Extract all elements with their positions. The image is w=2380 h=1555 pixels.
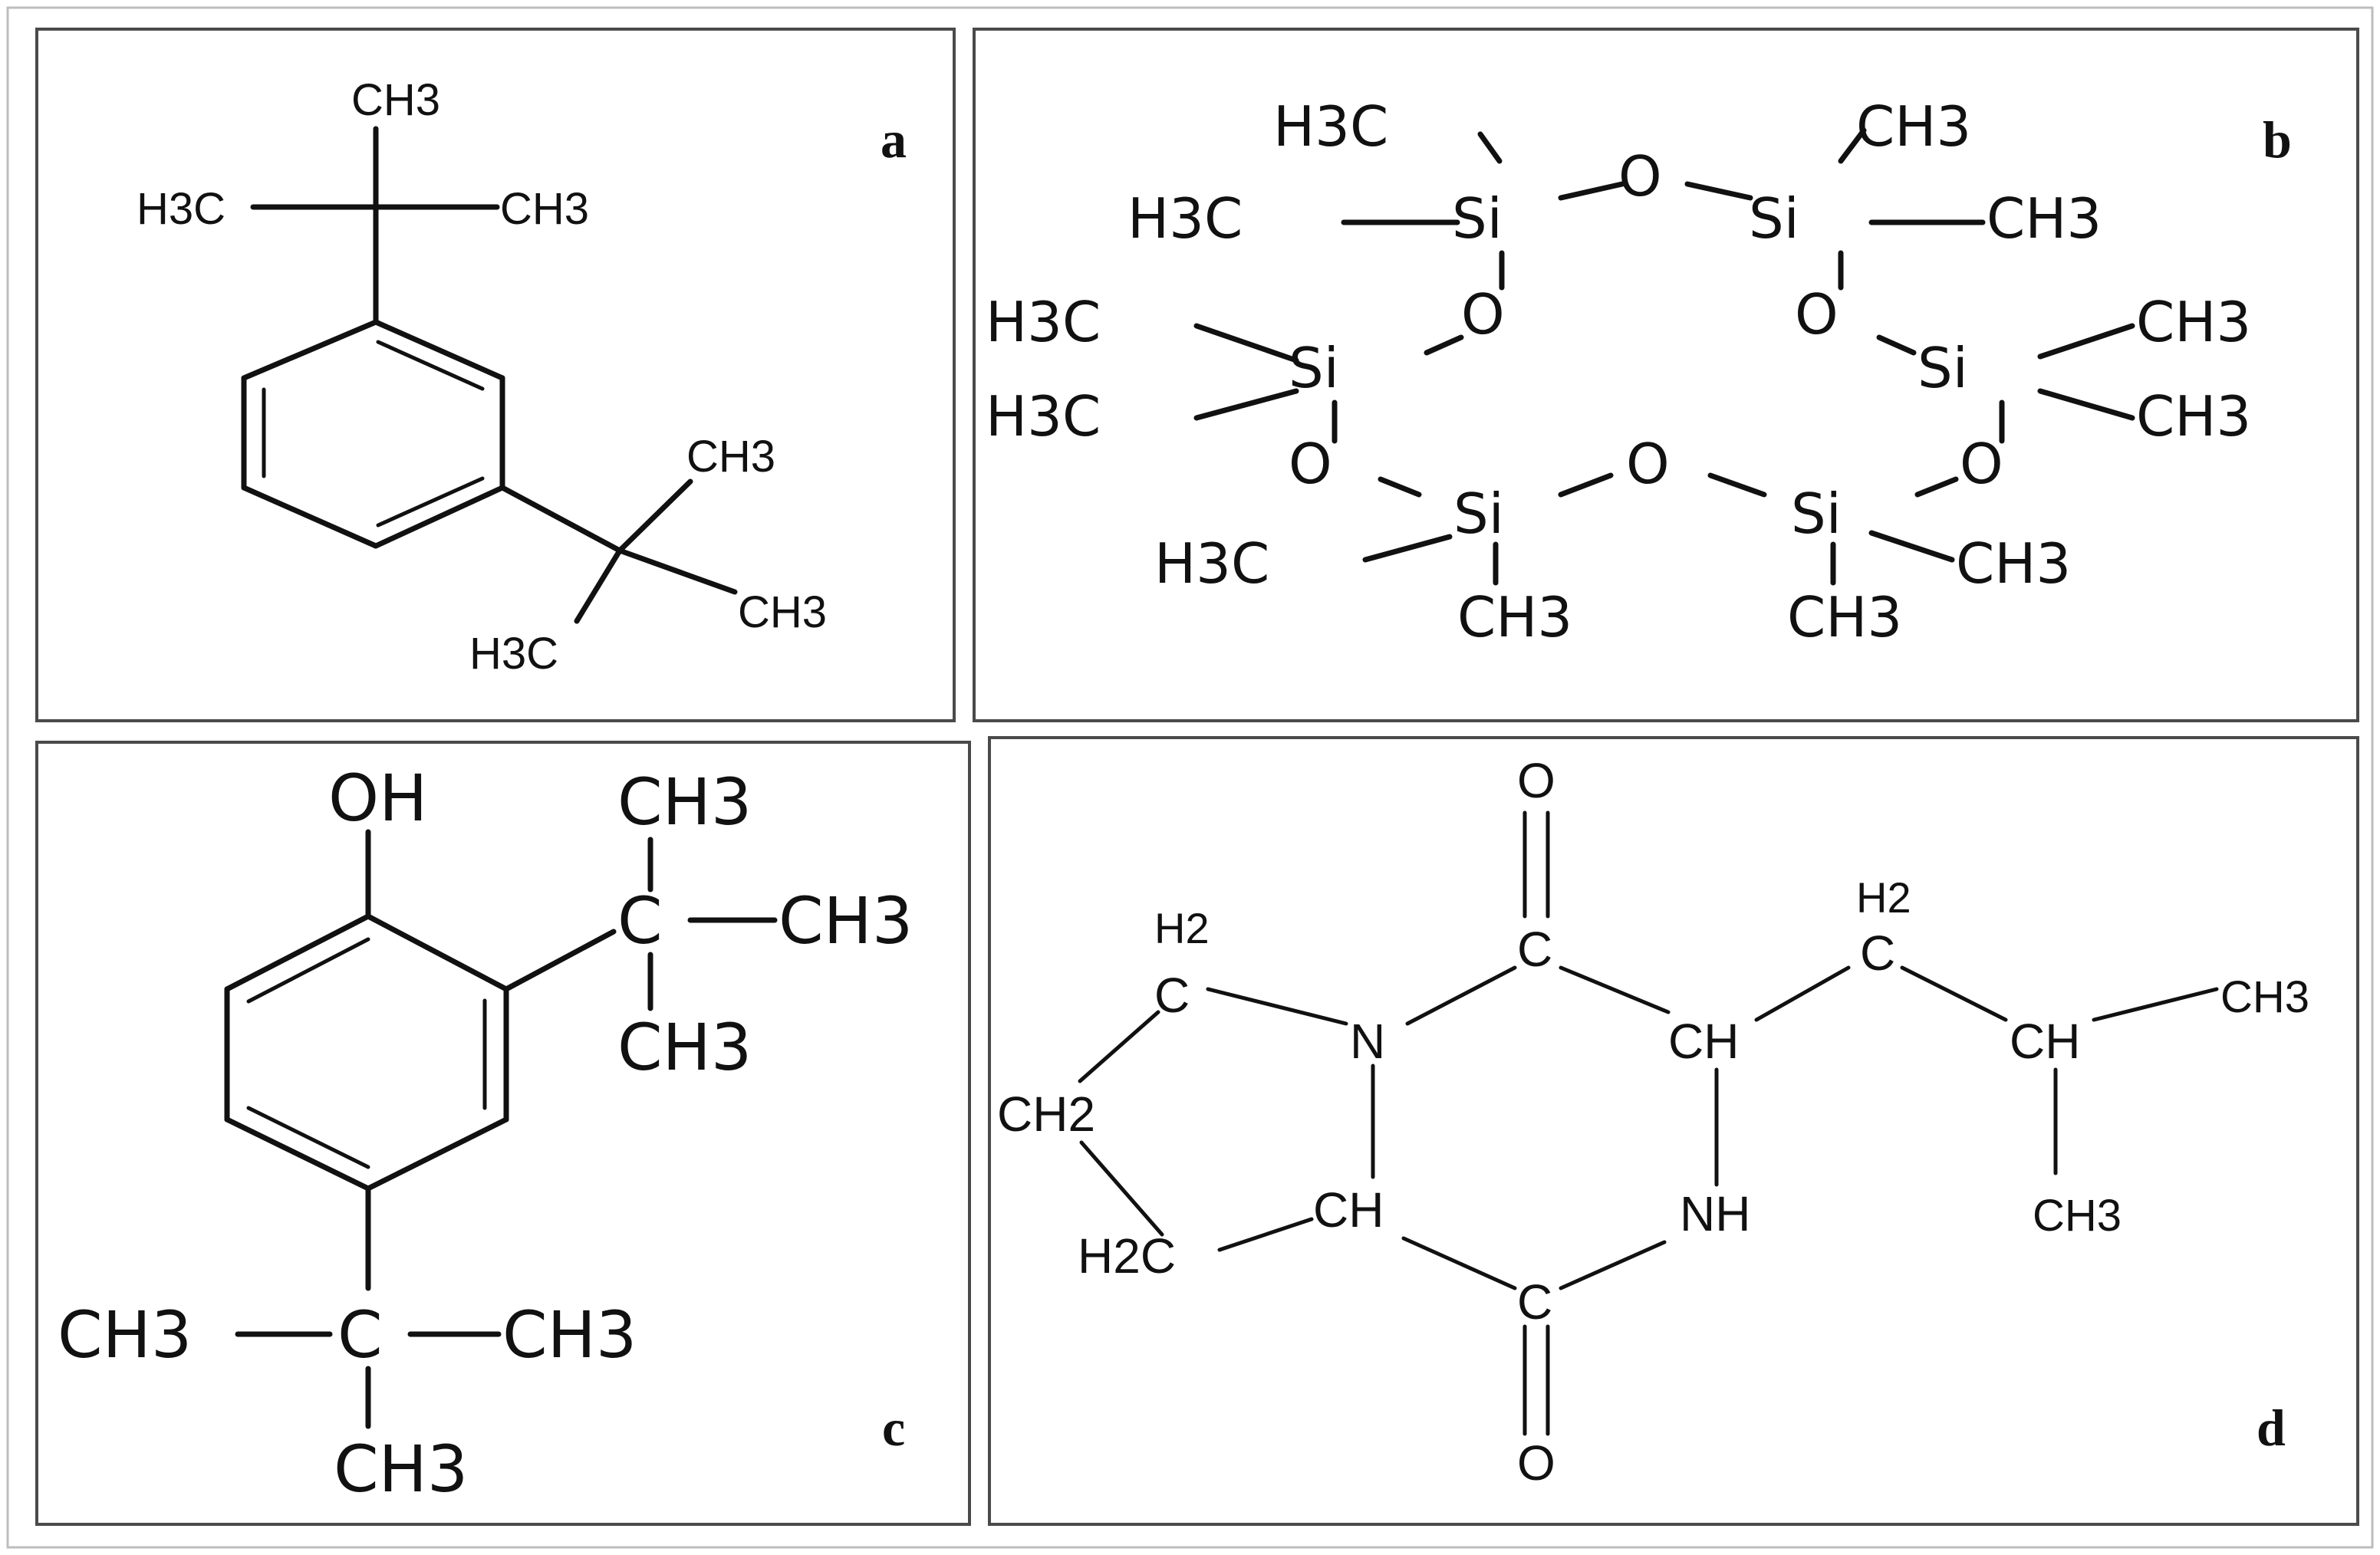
panel-d-nh: NH — [1680, 1186, 1750, 1241]
panel-d-n: N — [1350, 1014, 1385, 1069]
panel-b-si-top-left: Si — [1452, 186, 1503, 251]
panel-a-ch3-upper: CH3 — [686, 432, 775, 482]
panel-d-side-ch2-h: H2 — [1856, 873, 1911, 922]
panel-a-ch3-lower-right: CH3 — [738, 587, 827, 637]
panel-b-si-top-right: Si — [1749, 186, 1799, 251]
panel-a-label: a — [881, 110, 907, 169]
panel-d-side-ch2-c: C — [1860, 925, 1895, 981]
panel-b-methyl-tl-1: H3C — [1273, 94, 1388, 159]
panel-c-benzene-ring — [224, 913, 509, 1192]
panel-c-tbutyl-1-ch3-right: CH3 — [779, 883, 913, 958]
panel-d-c-carbonyl-bottom: C — [1517, 1274, 1552, 1330]
panel-d-side-ch3-right: CH3 — [2220, 972, 2309, 1022]
panel-a-frame — [35, 28, 956, 722]
panel-c-tbutyl-2-ch3-right: CH3 — [502, 1297, 637, 1373]
panel-d-ch2-top-h: H2 — [1154, 904, 1210, 952]
panel-b-o-upper-right: O — [1795, 282, 1838, 347]
panel-a-h3c-left: H3C — [137, 184, 225, 234]
panel-b-si-mid-left: Si — [1289, 336, 1339, 400]
panel-b-methyl-tr-2: CH3 — [1987, 186, 2102, 251]
panel-b-methyl-mr-1: CH3 — [2136, 290, 2251, 354]
panel-b-si-bot-left: Si — [1453, 482, 1504, 546]
panel-b-methyl-ml-1: H3C — [986, 290, 1101, 354]
panel-c-tbutyl-2-carbon: C — [337, 1297, 383, 1373]
panel-b-label: b — [2263, 110, 2292, 169]
panel-d-ch2-top-c: C — [1154, 968, 1190, 1023]
panel-b-siloxane-ring — [1332, 181, 2005, 498]
panel-b-methyl-tl-2: H3C — [1127, 186, 1243, 251]
panel-b-o-upper-left: O — [1461, 282, 1505, 347]
outer-border — [6, 6, 2374, 1549]
panel-b-methyl-bl-1: H3C — [1154, 531, 1269, 596]
panel-c-tbutyl-1 — [503, 837, 778, 1011]
panel-c-tbutyl-2-ch3-left: CH3 — [58, 1297, 192, 1373]
panel-d-bonds — [1078, 810, 2219, 1436]
panel-b-o-bottom: O — [1626, 432, 1670, 496]
panel-b-frame — [973, 28, 2359, 722]
panel-d-label: d — [2257, 1399, 2286, 1457]
panel-d-side-ch: CH — [2010, 1014, 2080, 1069]
panel-c-label: c — [882, 1399, 905, 1457]
panel-b-si-bot-right: Si — [1791, 482, 1842, 546]
panel-a-tbutyl-bottom — [499, 478, 738, 624]
panel-a-h3c-lower-left: H3C — [469, 629, 558, 679]
panel-b-methyl-bonds — [1193, 127, 2135, 586]
panel-a-ch3-right: CH3 — [500, 184, 589, 234]
panel-c-oh: OH — [328, 761, 427, 836]
panel-c-tbutyl-1-ch3-top: CH3 — [617, 764, 752, 840]
panel-b-methyl-mr-2: CH3 — [2136, 384, 2251, 449]
panel-d-o-bottom: O — [1517, 1435, 1555, 1491]
panel-b-methyl-bl-2: CH3 — [1457, 585, 1572, 649]
panel-a-ch3-top: CH3 — [351, 75, 440, 125]
panel-b-o-top: O — [1618, 144, 1662, 209]
panel-b-methyl-br-2: CH3 — [1787, 585, 1902, 649]
panel-b-methyl-tr-1: CH3 — [1856, 94, 1971, 159]
panel-b-si-mid-right: Si — [1917, 336, 1968, 400]
panel-b-o-lower-left: O — [1289, 432, 1332, 496]
panel-d-side-ch3-bottom: CH3 — [2033, 1191, 2122, 1241]
panel-d-frame — [988, 736, 2359, 1526]
panel-d-ch-ring: CH — [1313, 1182, 1384, 1238]
panel-a: a CH3 H3C CH3 CH3 — [35, 28, 956, 722]
panel-b-o-lower-right: O — [1960, 432, 2003, 496]
panel-b-methyl-ml-2: H3C — [986, 384, 1101, 449]
panel-d-c-carbonyl-top: C — [1517, 922, 1552, 977]
panel-d-h2c-bottom: H2C — [1078, 1228, 1176, 1284]
panel-c-tbutyl-1-carbon: C — [617, 883, 663, 958]
panel-c-tbutyl-2 — [235, 1185, 502, 1429]
panel-c-tbutyl-1-ch3-bottom: CH3 — [617, 1010, 752, 1085]
panel-d-ch-right: CH — [1668, 1014, 1739, 1069]
panel-c-tbutyl-2-ch3-bottom: CH3 — [334, 1432, 468, 1507]
panel-d: d — [988, 736, 2359, 1526]
panel-d-ch2-left: CH2 — [997, 1087, 1095, 1142]
panel-b: b — [973, 28, 2359, 722]
panel-b-methyl-br-1: CH3 — [1956, 531, 2071, 596]
panel-a-benzene-ring — [241, 319, 505, 549]
panel-a-tbutyl-top — [250, 126, 500, 325]
panel-c: c OH C CH3 CH3 CH3 — [35, 741, 971, 1526]
panel-c-frame — [35, 741, 971, 1526]
panel-d-o-top: O — [1517, 753, 1555, 808]
